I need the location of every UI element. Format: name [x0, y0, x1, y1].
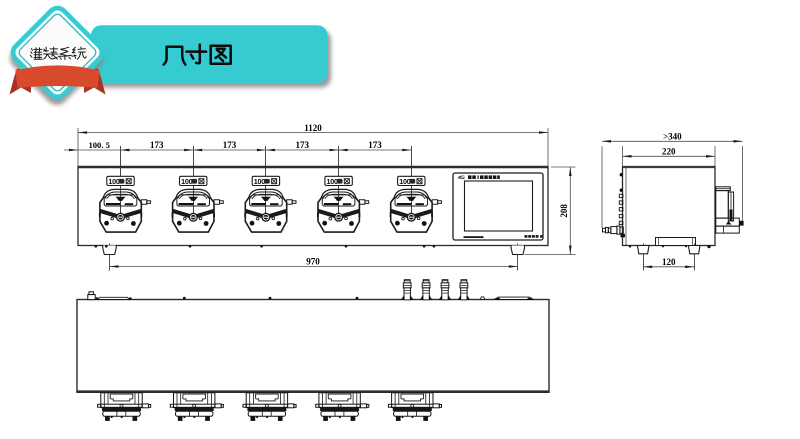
svg-text:100: 100 [254, 177, 265, 186]
svg-text:173: 173 [295, 140, 309, 150]
svg-text:173: 173 [223, 140, 237, 150]
svg-text:208: 208 [559, 204, 569, 218]
svg-text:220: 220 [662, 147, 676, 157]
svg-text:100. 5: 100. 5 [88, 140, 109, 150]
svg-text:100: 100 [399, 177, 411, 186]
svg-text:1120: 1120 [304, 123, 322, 133]
svg-text:100: 100 [108, 177, 120, 186]
svg-text:120: 120 [662, 257, 676, 267]
svg-text:>340: >340 [663, 132, 682, 142]
svg-text:100: 100 [181, 177, 193, 186]
svg-text:970: 970 [306, 257, 320, 267]
svg-text:173: 173 [150, 140, 164, 150]
svg-text:173: 173 [368, 140, 382, 150]
svg-text:100: 100 [327, 177, 339, 186]
